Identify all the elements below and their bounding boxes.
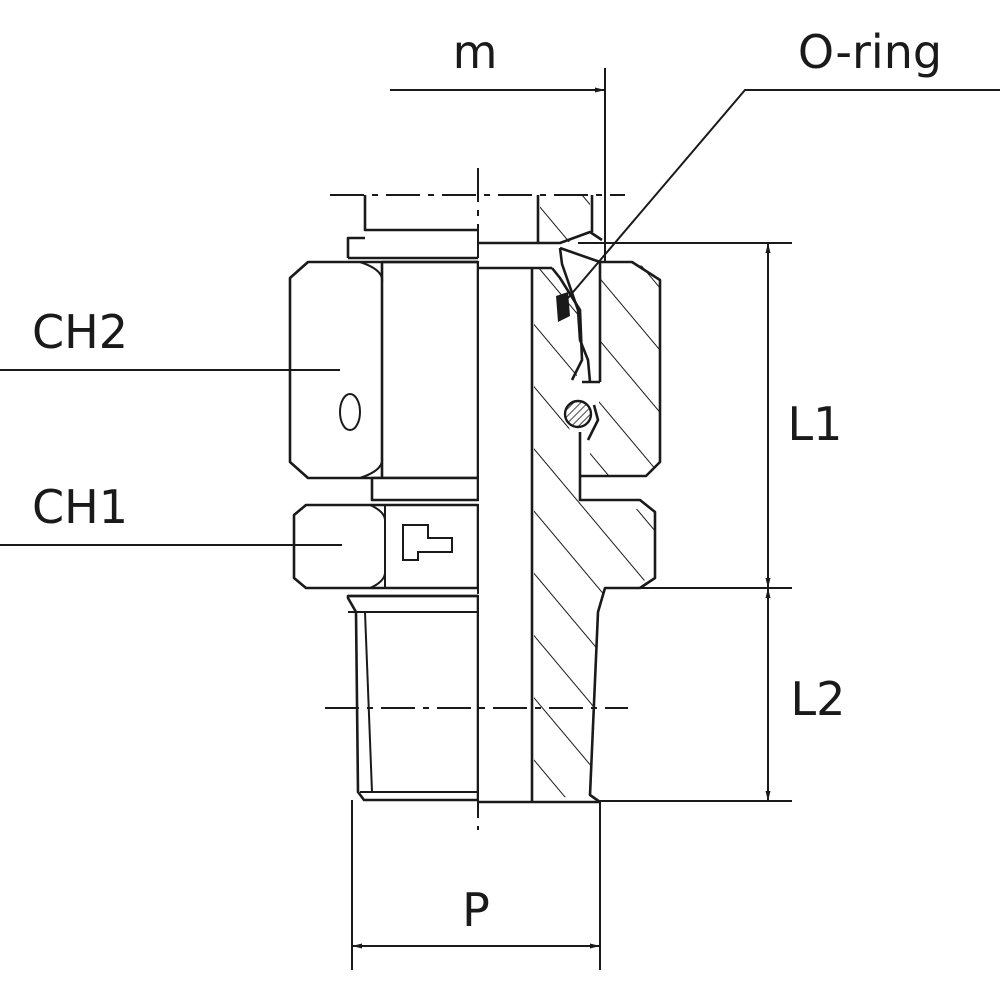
dimension-l1-l2: L1 L2 — [578, 242, 846, 802]
label-l1: L1 — [788, 397, 843, 451]
dimension-p: P — [351, 800, 601, 970]
dimension-m: m — [390, 25, 606, 262]
center-lines — [325, 168, 628, 830]
label-ch2: CH2 — [32, 305, 128, 359]
nut-ch2 — [288, 260, 480, 480]
label-ch1: CH1 — [32, 480, 128, 534]
o-ring-circle — [563, 399, 593, 429]
top-body — [346, 195, 603, 260]
groove-marking-icon — [402, 524, 453, 561]
o-ring-seal — [556, 292, 570, 322]
label-m: m — [453, 25, 498, 79]
ch2-callout: CH2 — [0, 305, 340, 371]
label-l2: L2 — [791, 672, 846, 726]
neck — [370, 476, 480, 502]
label-o-ring: O-ring — [798, 25, 942, 79]
hex-ch1 — [292, 503, 480, 590]
o-ring-callout: O-ring — [567, 25, 1000, 299]
section-right — [534, 246, 662, 804]
thread-end — [346, 594, 480, 802]
marking-oval — [339, 393, 361, 431]
ch1-callout: CH1 — [0, 480, 342, 546]
label-p: P — [462, 883, 490, 937]
